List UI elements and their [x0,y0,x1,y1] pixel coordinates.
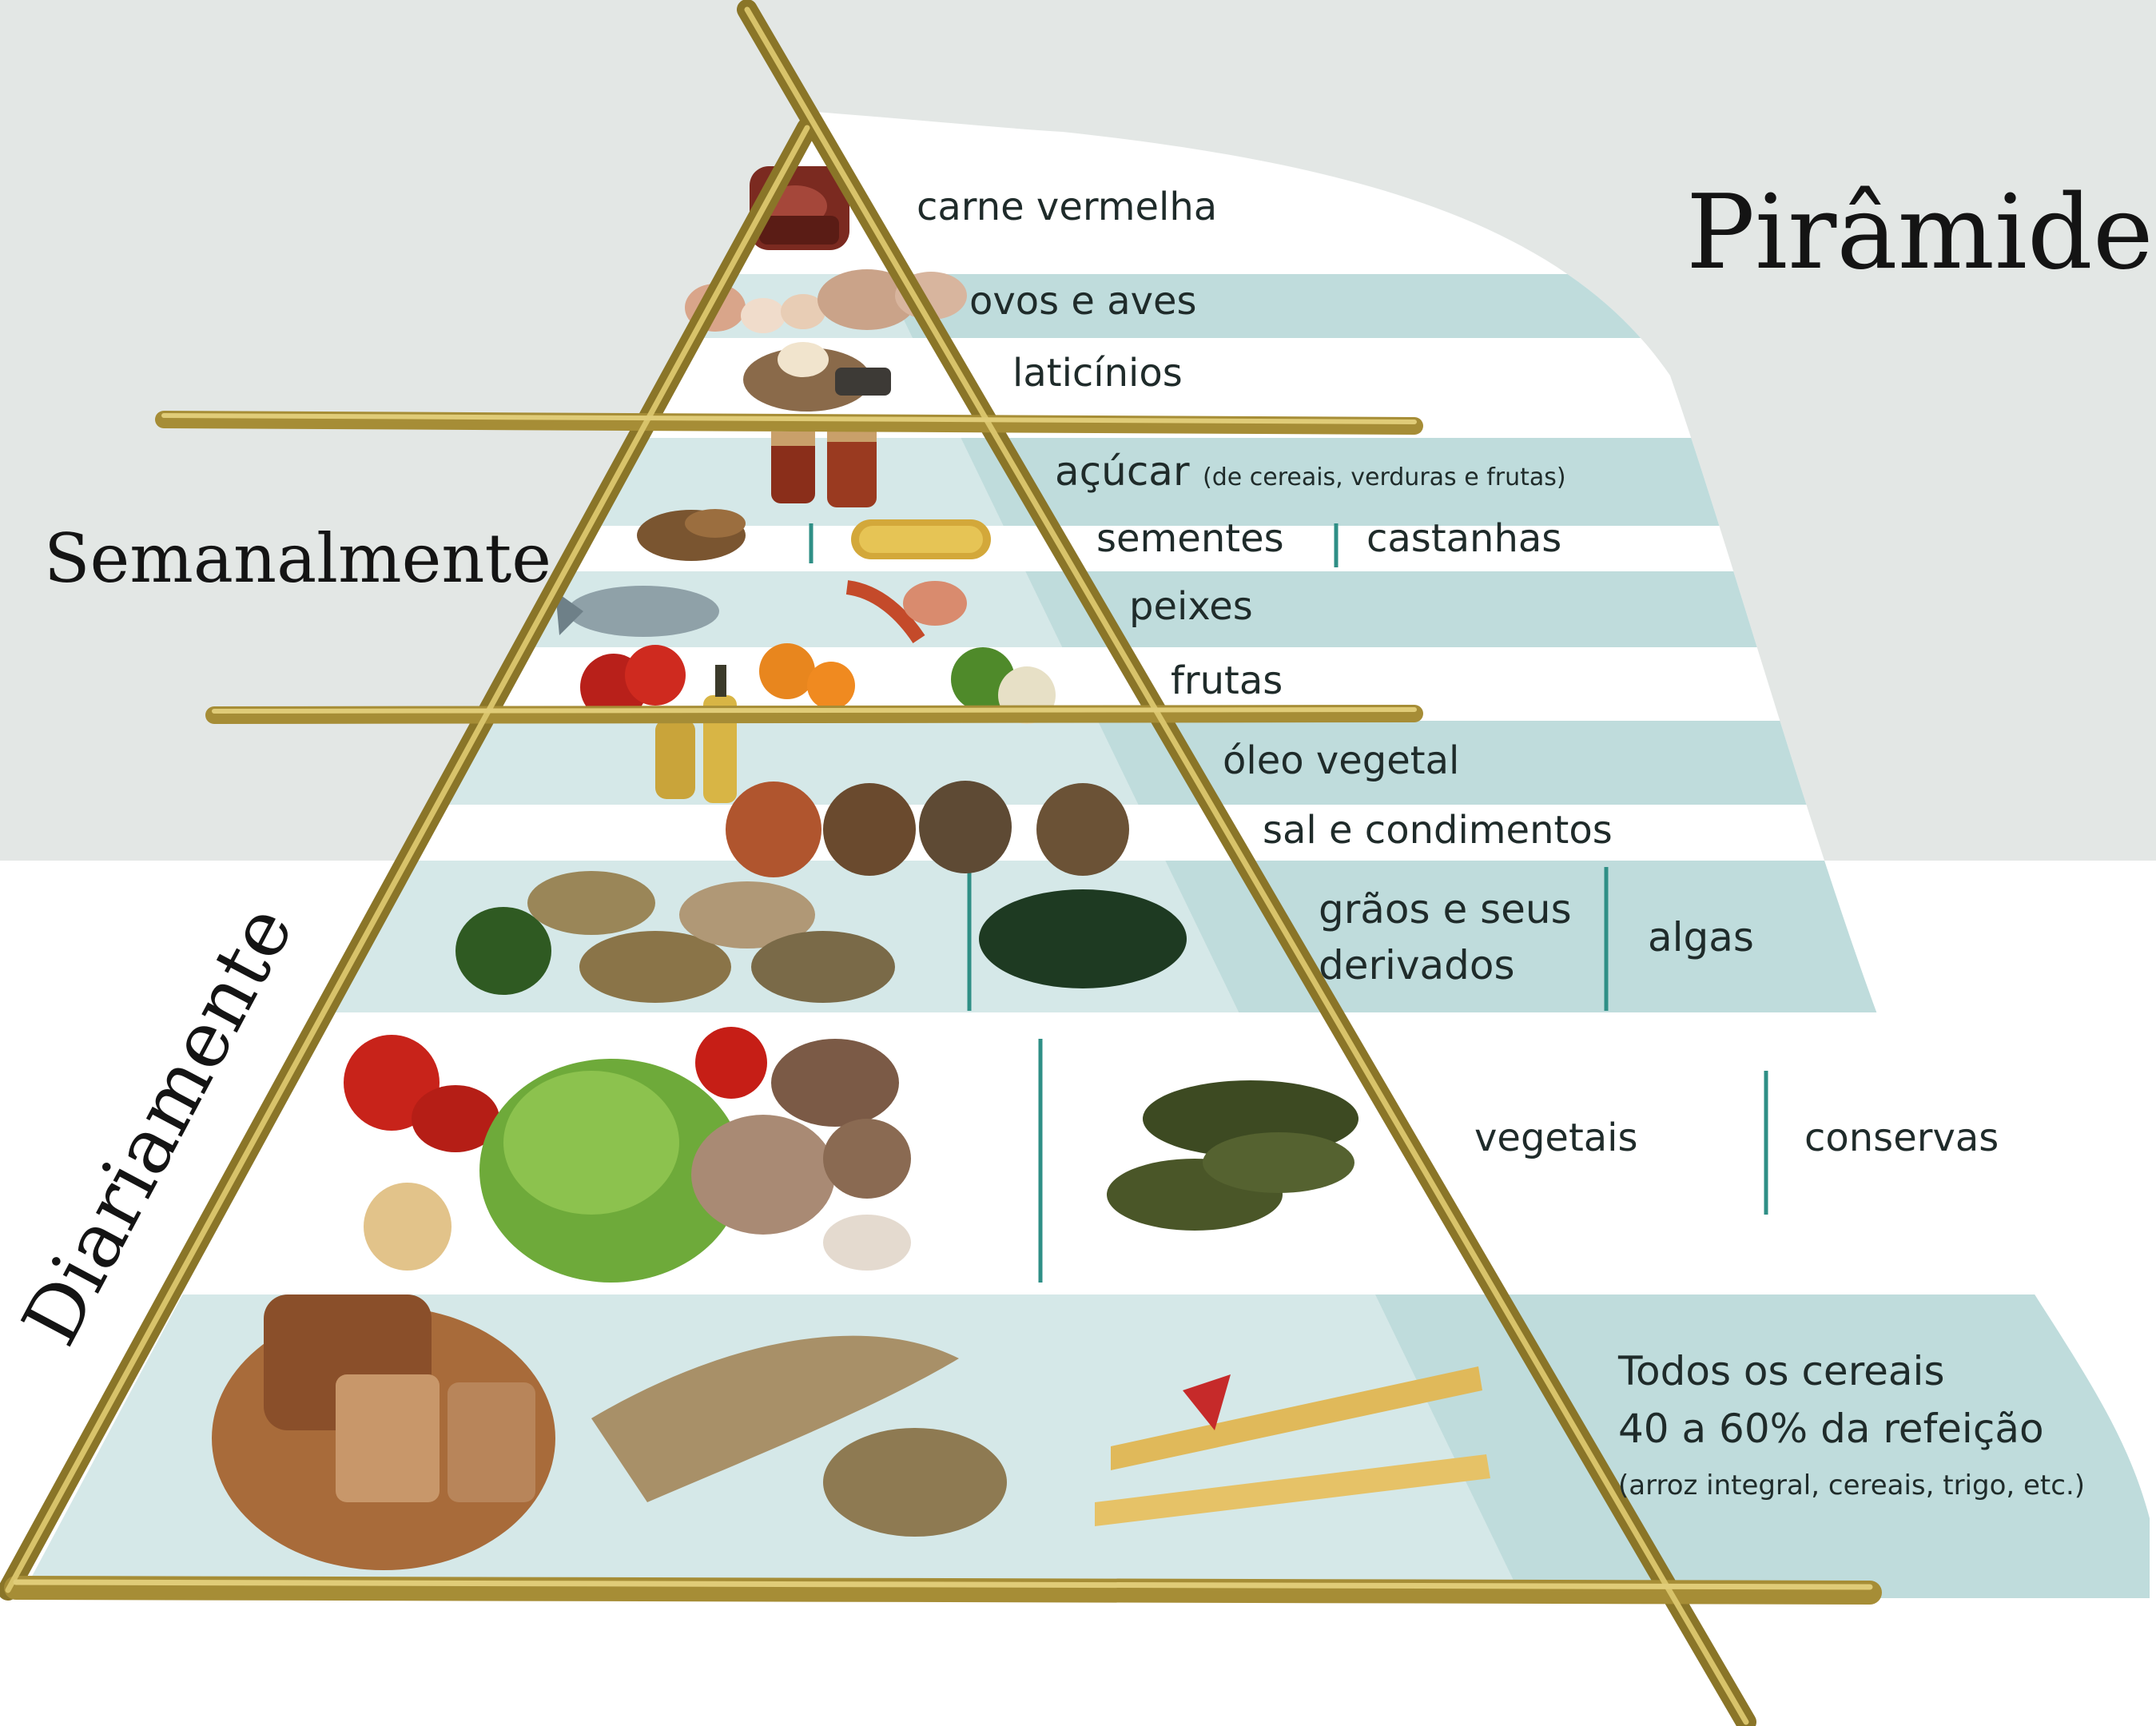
label-oleo: óleo vegetal [1223,738,1459,783]
bamboo-crossbar-2 [214,714,1414,715]
label-sementes: sementes [1096,516,1284,561]
label-cereais-note: (arroz integral, cereais, trigo, etc.) [1618,1469,2085,1501]
label-conservas: conservas [1804,1116,1999,1160]
label-cereais-line1: Todos os cereais [1617,1348,1945,1394]
label-peixes: peixes [1129,584,1253,629]
label-frutas: frutas [1171,658,1283,703]
label-ovos: ovos e aves [969,279,1197,324]
label-sal: sal e condimentos [1263,808,1613,853]
label-acucar: açúcar [1055,448,1190,495]
label-graos-line1: grãos e seus [1319,886,1572,933]
label-cereais-line2: 40 a 60% da refeição [1618,1406,2044,1452]
label-vegetais: vegetais [1474,1116,1638,1160]
label-laticinios: laticínios [1012,351,1183,396]
weekly-label: Semanalmente [44,519,551,598]
label-graos-line2: derivados [1319,942,1515,988]
label-carne: carne vermelha [917,185,1217,229]
label-algas: algas [1648,914,1754,960]
label-castanhas: castanhas [1366,516,1561,561]
label-acucar-note: (de cereais, verduras e frutas) [1203,463,1566,491]
page-title: Pirâmide M [1686,173,2156,292]
